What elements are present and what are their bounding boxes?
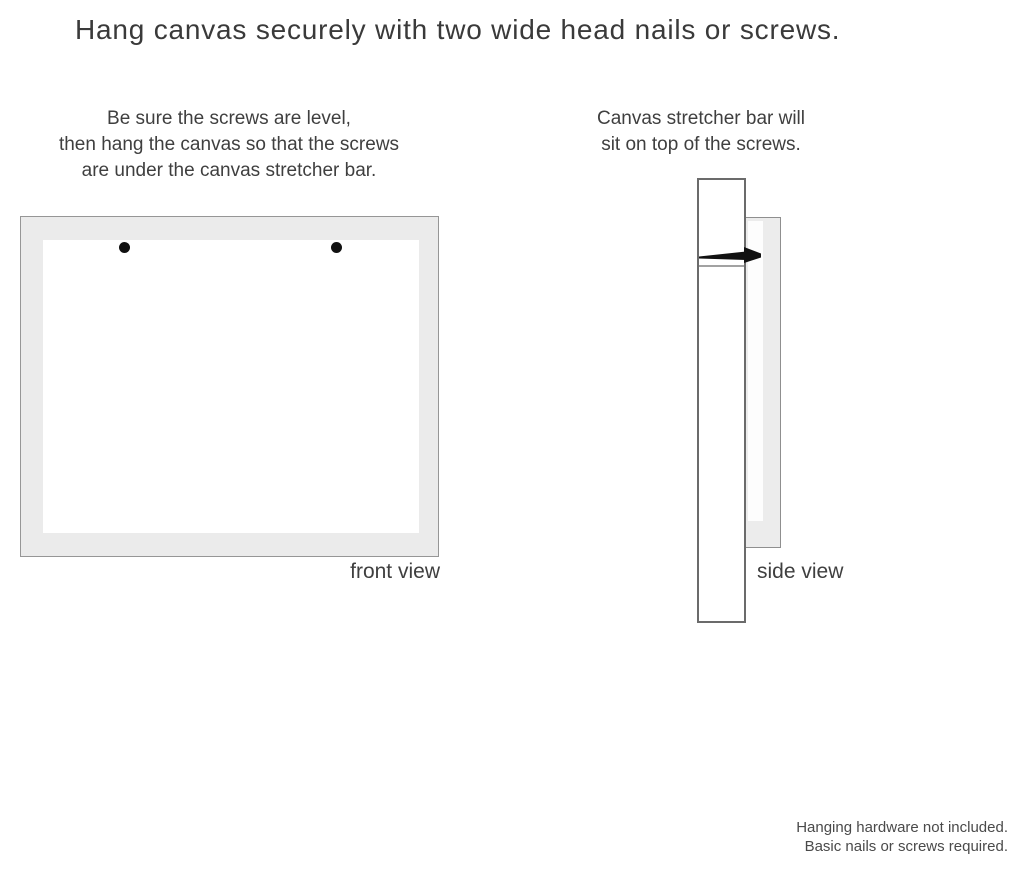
front-instruction-line: then hang the canvas so that the screws <box>58 134 400 155</box>
canvas-side-view <box>745 217 781 548</box>
front-view-label: front view <box>350 560 440 583</box>
canvas-front-view <box>20 216 439 557</box>
nail-head-right-icon <box>331 242 342 253</box>
page-title: Hang canvas securely with two wide head … <box>75 14 841 45</box>
canvas-side-inner-face <box>748 221 763 521</box>
front-instruction-line: are under the canvas stretcher bar. <box>81 160 377 181</box>
side-instruction-text: Canvas stretcher bar will sit on top of … <box>551 106 851 158</box>
canvas-front-inner-face <box>43 240 419 533</box>
nail-icon <box>698 247 761 267</box>
front-instruction-line: Be sure the screws are level, <box>107 108 351 129</box>
side-instruction-line: sit on top of the screws. <box>601 134 801 155</box>
side-instruction-line: Canvas stretcher bar will <box>596 108 806 129</box>
hardware-note-line: Basic nails or screws required. <box>804 838 1008 855</box>
wall-side-view <box>697 178 746 623</box>
nail-head-left-icon <box>119 242 130 253</box>
hardware-note-line: Hanging hardware not included. <box>796 819 1008 836</box>
hardware-note: Hanging hardware not included. Basic nai… <box>796 818 1008 856</box>
side-view-label: side view <box>757 560 844 583</box>
front-instruction-text: Be sure the screws are level, then hang … <box>28 106 430 184</box>
